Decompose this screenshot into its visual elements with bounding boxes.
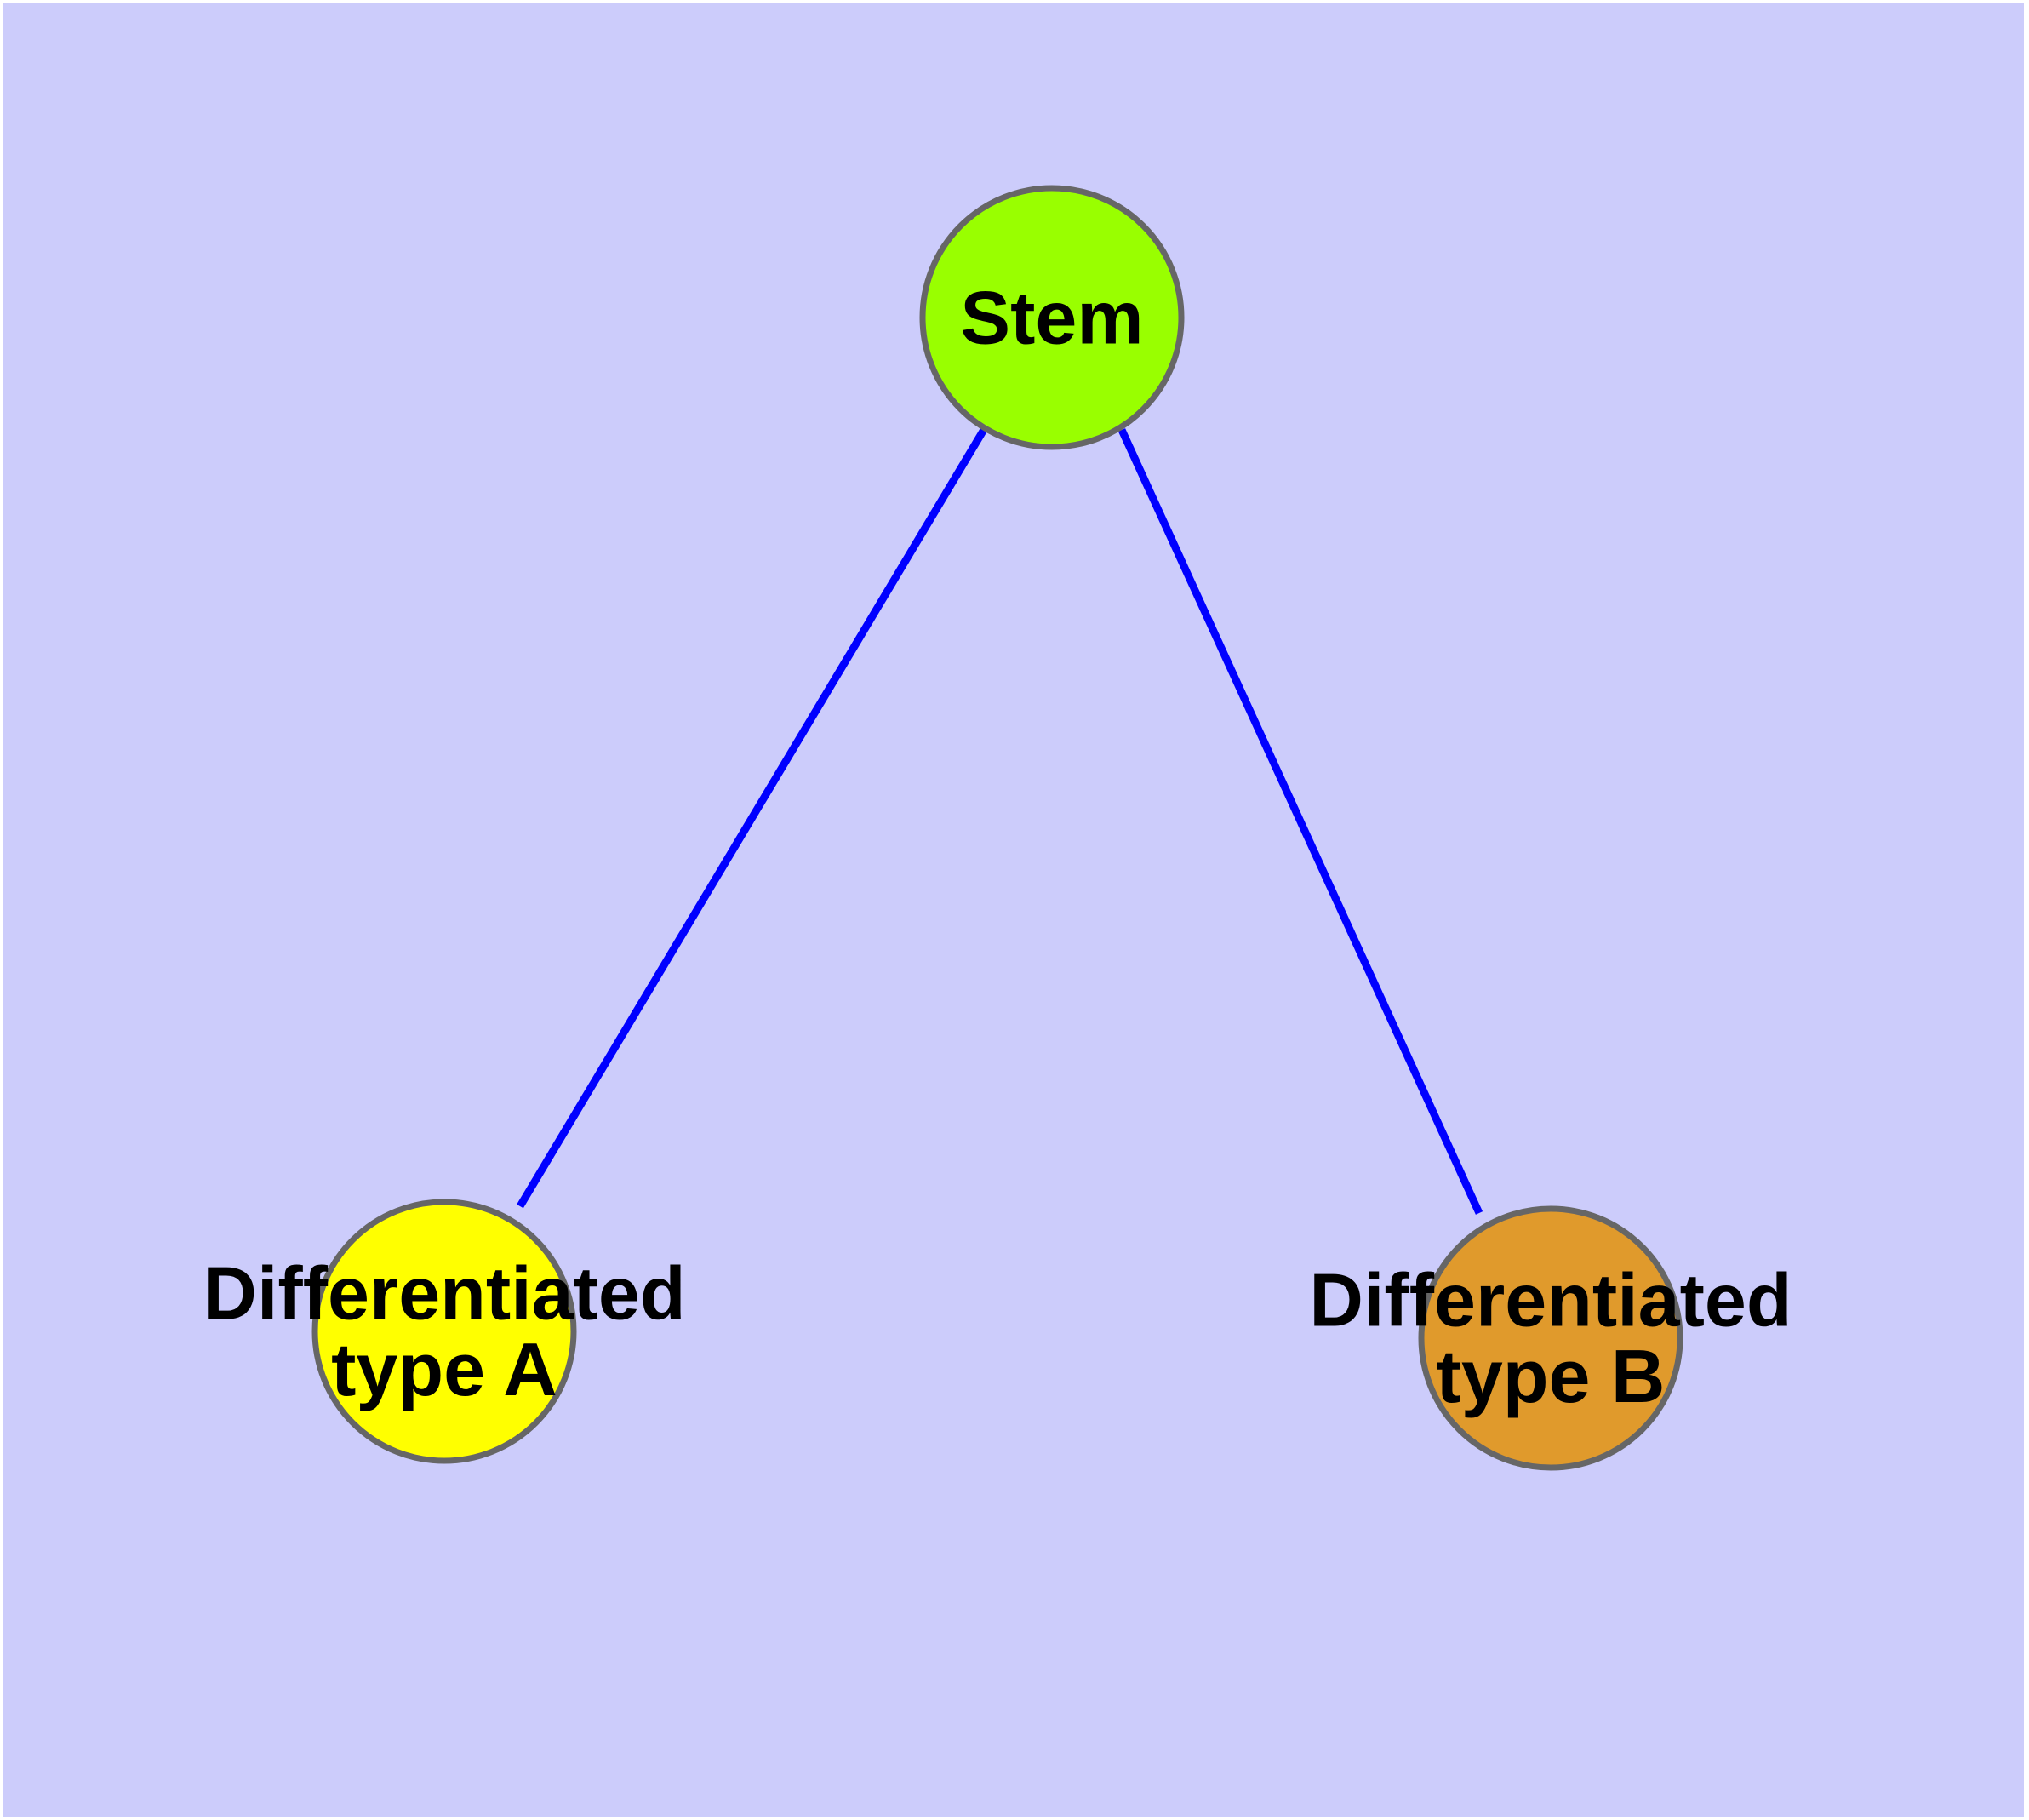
edge-layer [517, 426, 1483, 1215]
node-stem[interactable]: Stem [919, 185, 1185, 450]
node-stem-label: Stem [960, 276, 1143, 360]
edge-stem-to-differentiated-type-b [1117, 428, 1483, 1215]
node-differentiated-type-b-circle[interactable] [1418, 1205, 1683, 1471]
edge-stem-to-differentiated-type-a [517, 426, 988, 1209]
node-stem-circle[interactable] [919, 185, 1185, 450]
node-differentiated-type-a-circle[interactable] [311, 1199, 577, 1464]
